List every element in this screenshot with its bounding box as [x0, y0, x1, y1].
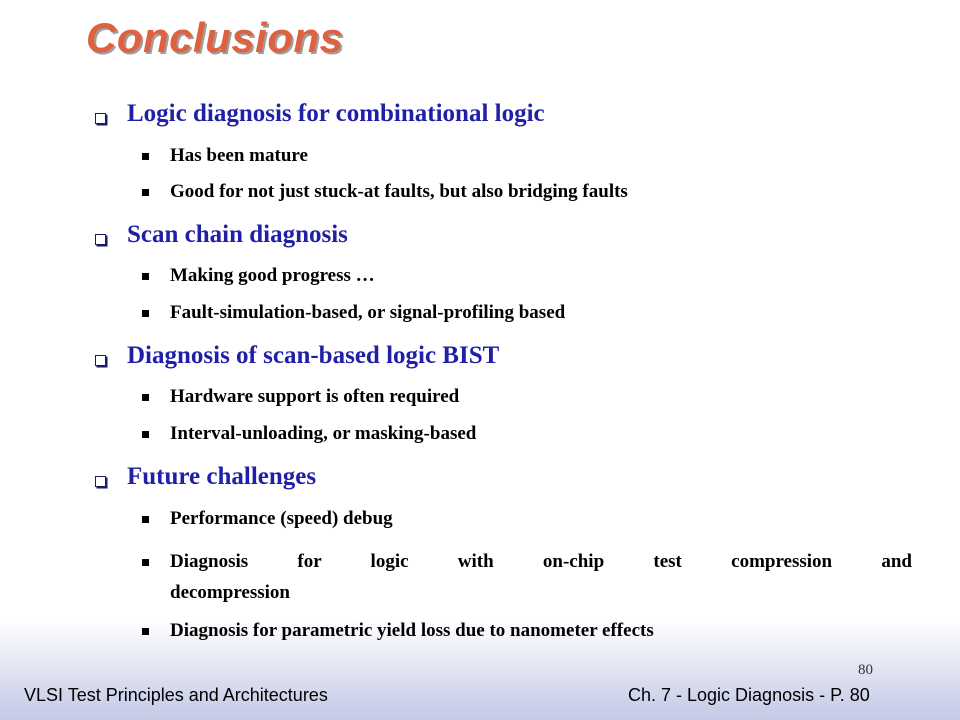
- hollow-square-bullet-icon: [95, 113, 106, 124]
- bullet-item: Good for not just stuck-at faults, but a…: [170, 181, 628, 202]
- footer-course-title: VLSI Test Principles and Architectures: [24, 685, 328, 705]
- bullet-item: Diagnosis for parametric yield loss due …: [170, 620, 654, 641]
- square-bullet-icon: [142, 153, 149, 160]
- section-heading: Logic diagnosis for combinational logic: [127, 100, 545, 127]
- bullet-item: Diagnosis for logic with on-chip test co…: [170, 551, 912, 572]
- bullet-item: Performance (speed) debug: [170, 508, 393, 529]
- bullet-item: Making good progress …: [170, 265, 375, 286]
- bullet-item: Fault-simulation-based, or signal-profil…: [170, 302, 566, 323]
- hollow-square-bullet-icon: [95, 476, 106, 487]
- hollow-square-bullet-icon: [95, 355, 106, 366]
- section-heading: Future challenges: [127, 463, 317, 490]
- square-bullet-icon: [142, 394, 149, 401]
- bullet-item: Interval-unloading, or masking-based: [170, 423, 477, 444]
- footer-chapter-page: Ch. 7 - Logic Diagnosis - P. 80: [628, 685, 870, 705]
- hollow-square-bullet-icon: [95, 234, 106, 245]
- page-number: 80: [858, 662, 873, 678]
- square-bullet-icon: [142, 516, 149, 523]
- section-heading: Scan chain diagnosis: [127, 221, 348, 248]
- bullet-item: Hardware support is often required: [170, 386, 460, 407]
- square-bullet-icon: [142, 431, 149, 438]
- square-bullet-icon: [142, 273, 149, 280]
- bullet-item-continuation: decompression: [170, 582, 290, 603]
- square-bullet-icon: [142, 628, 149, 635]
- square-bullet-icon: [142, 189, 149, 196]
- square-bullet-icon: [142, 559, 149, 566]
- slide-title: Conclusions: [86, 14, 344, 61]
- section-heading: Diagnosis of scan-based logic BIST: [127, 342, 500, 369]
- square-bullet-icon: [142, 310, 149, 317]
- bullet-item: Has been mature: [170, 145, 308, 166]
- footer-gradient-band: [0, 620, 960, 720]
